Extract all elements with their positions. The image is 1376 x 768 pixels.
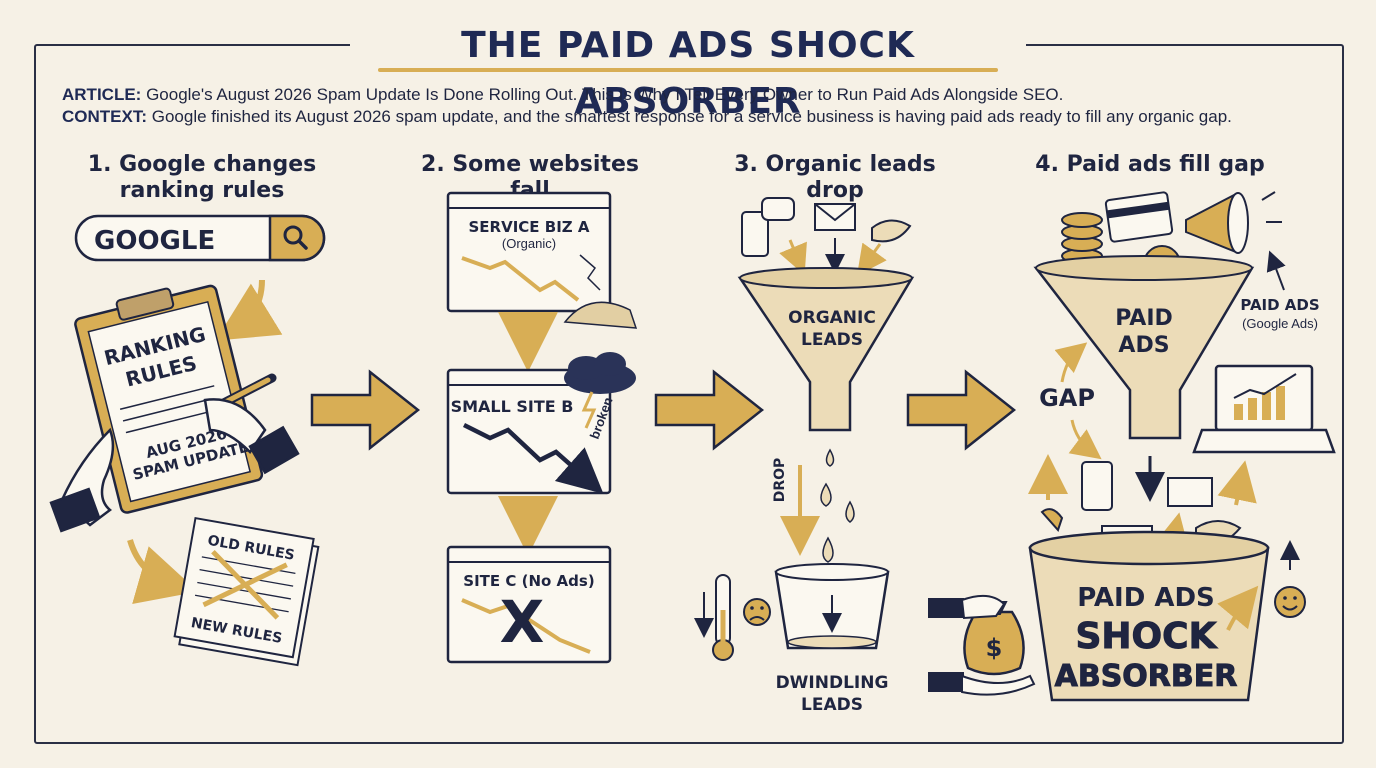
step-1-to-2-arrow [310, 369, 421, 451]
intro-text: ARTICLE: Google's August 2026 Spam Updat… [62, 84, 1322, 128]
site-c-title: SITE C (No Ads) [463, 572, 594, 590]
megaphone-icon [1185, 191, 1282, 254]
handshake-icon [871, 219, 912, 243]
storm-cloud-icon [564, 352, 636, 429]
bucket-line3: ABSORBER [1055, 659, 1238, 694]
paid-funnel-line1: PAID [1115, 306, 1173, 331]
step-3-heading: 3. Organic leads drop [734, 152, 936, 203]
rules-papers: OLD RULES NEW RULES [173, 516, 320, 667]
credit-card-icon [1104, 191, 1174, 243]
giving-hands-icon [928, 594, 1036, 696]
organic-funnel: ORGANIC LEADS [737, 267, 915, 432]
step-1-heading-line2: ranking rules [119, 178, 285, 203]
site-b-window: SMALL SITE B broken [446, 368, 616, 495]
dwindling-line1: DWINDLING [776, 673, 889, 693]
article-text: Google's August 2026 Spam Update Is Done… [146, 85, 1064, 104]
laptop-icon [1192, 364, 1336, 454]
hands-icon [49, 398, 300, 533]
step-3-to-4-arrow [906, 369, 1017, 451]
page-title: THE PAID ADS SHOCK ABSORBER [350, 18, 1026, 122]
bucket-line2: SHOCK [1076, 616, 1218, 657]
shock-absorber-bucket: PAID ADS SHOCK ABSORBER [1028, 530, 1270, 702]
search-to-clipboard-arrow [215, 279, 283, 341]
thermometer-icon [694, 574, 734, 661]
cross-icon: X [500, 588, 545, 656]
drops-icon [820, 448, 855, 563]
paid-ads-pointer-arrow [1266, 250, 1286, 291]
happy-face-icon [1274, 540, 1306, 618]
rubble-icon [563, 301, 638, 329]
step-2-to-3-arrow [654, 369, 765, 451]
chat-bubble-icon [761, 197, 795, 221]
money-bag-symbol: $ [986, 634, 1003, 662]
step-4-heading: 4. Paid ads fill gap [1035, 152, 1265, 177]
drop-label: DROP [772, 458, 788, 503]
paid-funnel-line2: ADS [1118, 333, 1169, 358]
site-b-title: SMALL SITE B [451, 397, 574, 416]
lead-icons [741, 197, 912, 276]
bucket-rise-arrow [1217, 585, 1259, 631]
phone-handset-icon [1040, 508, 1064, 532]
organic-funnel-line1: ORGANIC [788, 308, 876, 328]
sad-face-icon [743, 598, 771, 626]
mail-icon [1167, 477, 1213, 507]
article-label: ARTICLE: [62, 85, 142, 104]
clipboard: RANKING RULES AUG 2026 SPAM UPDATE [74, 284, 264, 514]
context-text: Google finished its August 2026 spam upd… [151, 107, 1232, 126]
gap-arrow-down [1068, 419, 1102, 460]
leads-cup [774, 563, 890, 650]
paid-ads-funnel: PAID ADS [1033, 255, 1255, 440]
bucket-line1: PAID ADS [1077, 583, 1215, 613]
gap-arrow-up [1054, 342, 1088, 383]
organic-funnel-line2: LEADS [801, 330, 863, 350]
money-bag-icon: $ [963, 601, 1025, 676]
gap-label: GAP [1039, 384, 1095, 412]
dwindling-line2: LEADS [801, 695, 863, 715]
title-underline [378, 68, 998, 72]
context-label: CONTEXT: [62, 107, 147, 126]
article-line: ARTICLE: Google's August 2026 Spam Updat… [62, 84, 1322, 106]
search-bar: GOOGLE [74, 214, 326, 262]
step-1-heading-line1: 1. Google changes [87, 152, 317, 177]
site-a-title: SERVICE BIZ A [469, 218, 590, 236]
site-a-subtitle: (Organic) [502, 236, 556, 251]
phone-icon [741, 211, 769, 257]
smartphone-icon [1081, 461, 1113, 511]
step-1-heading: 1. Google changes ranking rules [82, 152, 322, 204]
site-c-window: SITE C (No Ads) [446, 545, 612, 664]
clipboard-to-rules-arrow [127, 539, 199, 604]
step-2-heading: 2. Some websites fall [421, 152, 639, 203]
context-line: CONTEXT: Google finished its August 2026… [62, 106, 1322, 128]
search-icon [283, 225, 308, 250]
paid-ads-side-line2: (Google Ads) [1242, 316, 1318, 331]
paid-ads-side-line1: PAID ADS [1240, 296, 1319, 314]
site-a-window: SERVICE BIZ A (Organic) [446, 191, 612, 313]
search-text: GOOGLE [94, 226, 215, 256]
